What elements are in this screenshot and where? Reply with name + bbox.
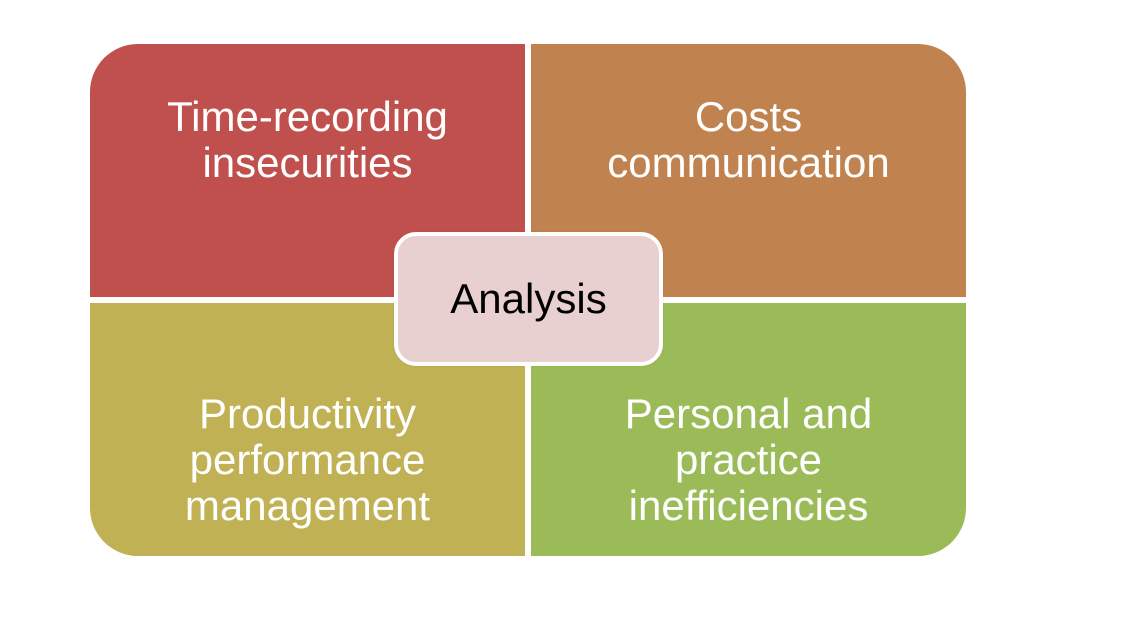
center-label: Analysis [450, 275, 607, 322]
quadrant-label-line: Costs [694, 93, 803, 140]
quadrant-label-line: performance [189, 436, 426, 483]
quadrant-label-line: communication [607, 139, 890, 186]
quadrant-label-line: insecurities [202, 139, 413, 186]
quadrant-label-line: Time-recording [167, 93, 448, 140]
quadrant-label-line: Personal and [624, 390, 873, 437]
quadrant-time-recording: Time-recording insecurities [90, 44, 525, 297]
quadrant-label-line: inefficiencies [628, 482, 869, 529]
center-analysis-box: Analysis [394, 232, 663, 366]
quadrant-label-line: Productivity [198, 390, 417, 437]
quadrant-label-line: management [184, 482, 431, 529]
quadrant-label-line: practice [674, 436, 823, 483]
